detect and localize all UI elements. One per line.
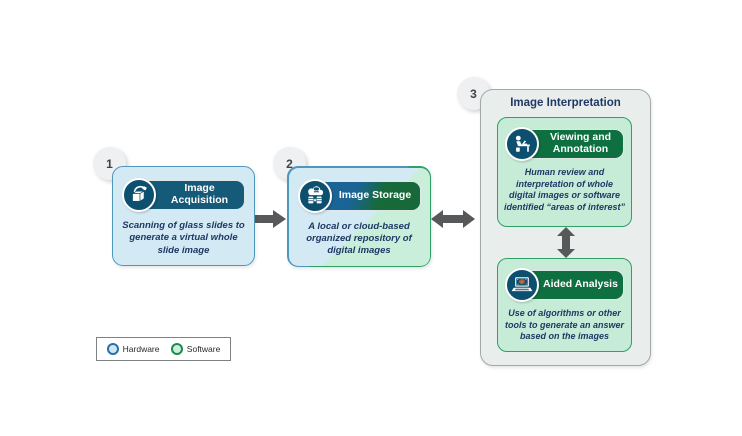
laptop-tissue-image-icon [505,268,539,302]
viewing-annotation-card: Viewing and Annotation Human review and … [497,117,632,227]
arrow-right-icon [255,210,286,228]
slide-scanner-icon [122,178,156,212]
step-badge-1: 1 [93,147,126,180]
arrow-double-vertical-icon [556,227,575,258]
cloud-database-icon [297,178,332,213]
image-acquisition-card: Image Acquisition Scanning of glass slid… [112,166,255,266]
legend-item-hardware: Hardware [106,343,160,355]
image-storage-header: Image Storage [297,178,421,213]
software-dot-icon [170,343,183,355]
image-storage-pill: Image Storage [313,180,421,211]
aided-analysis-header: Aided Analysis [505,268,624,302]
arrow-double-horizontal-icon [431,210,475,228]
image-interpretation-panel: Image Interpretation [480,89,651,366]
person-at-workstation-icon [505,127,539,161]
legend-item-software: Software [170,343,221,355]
image-acquisition-description: Scanning of glass slides to generate a v… [122,220,245,256]
hardware-dot-icon [106,343,119,355]
viewing-annotation-header: Viewing and Annotation [505,127,624,161]
legend: Hardware Software [96,337,231,361]
legend-software-label: Software [186,344,221,354]
image-storage-description: A local or cloud-based organized reposit… [306,220,412,257]
image-acquisition-header: Image Acquisition [122,178,245,212]
viewing-annotation-description: Human review and interpretation of whole… [503,167,626,213]
image-interpretation-title: Image Interpretation [510,97,621,109]
image-storage-card-fill: Image Storage A local or cloud-based org… [288,167,430,266]
legend-hardware-label: Hardware [122,344,160,354]
aided-analysis-card: Aided Analysis Use of algorithms or othe… [497,258,632,352]
aided-analysis-pill: Aided Analysis [521,270,624,300]
aided-analysis-description: Use of algorithms or other tools to gene… [504,308,625,342]
image-storage-card: Image Storage A local or cloud-based org… [287,166,431,267]
